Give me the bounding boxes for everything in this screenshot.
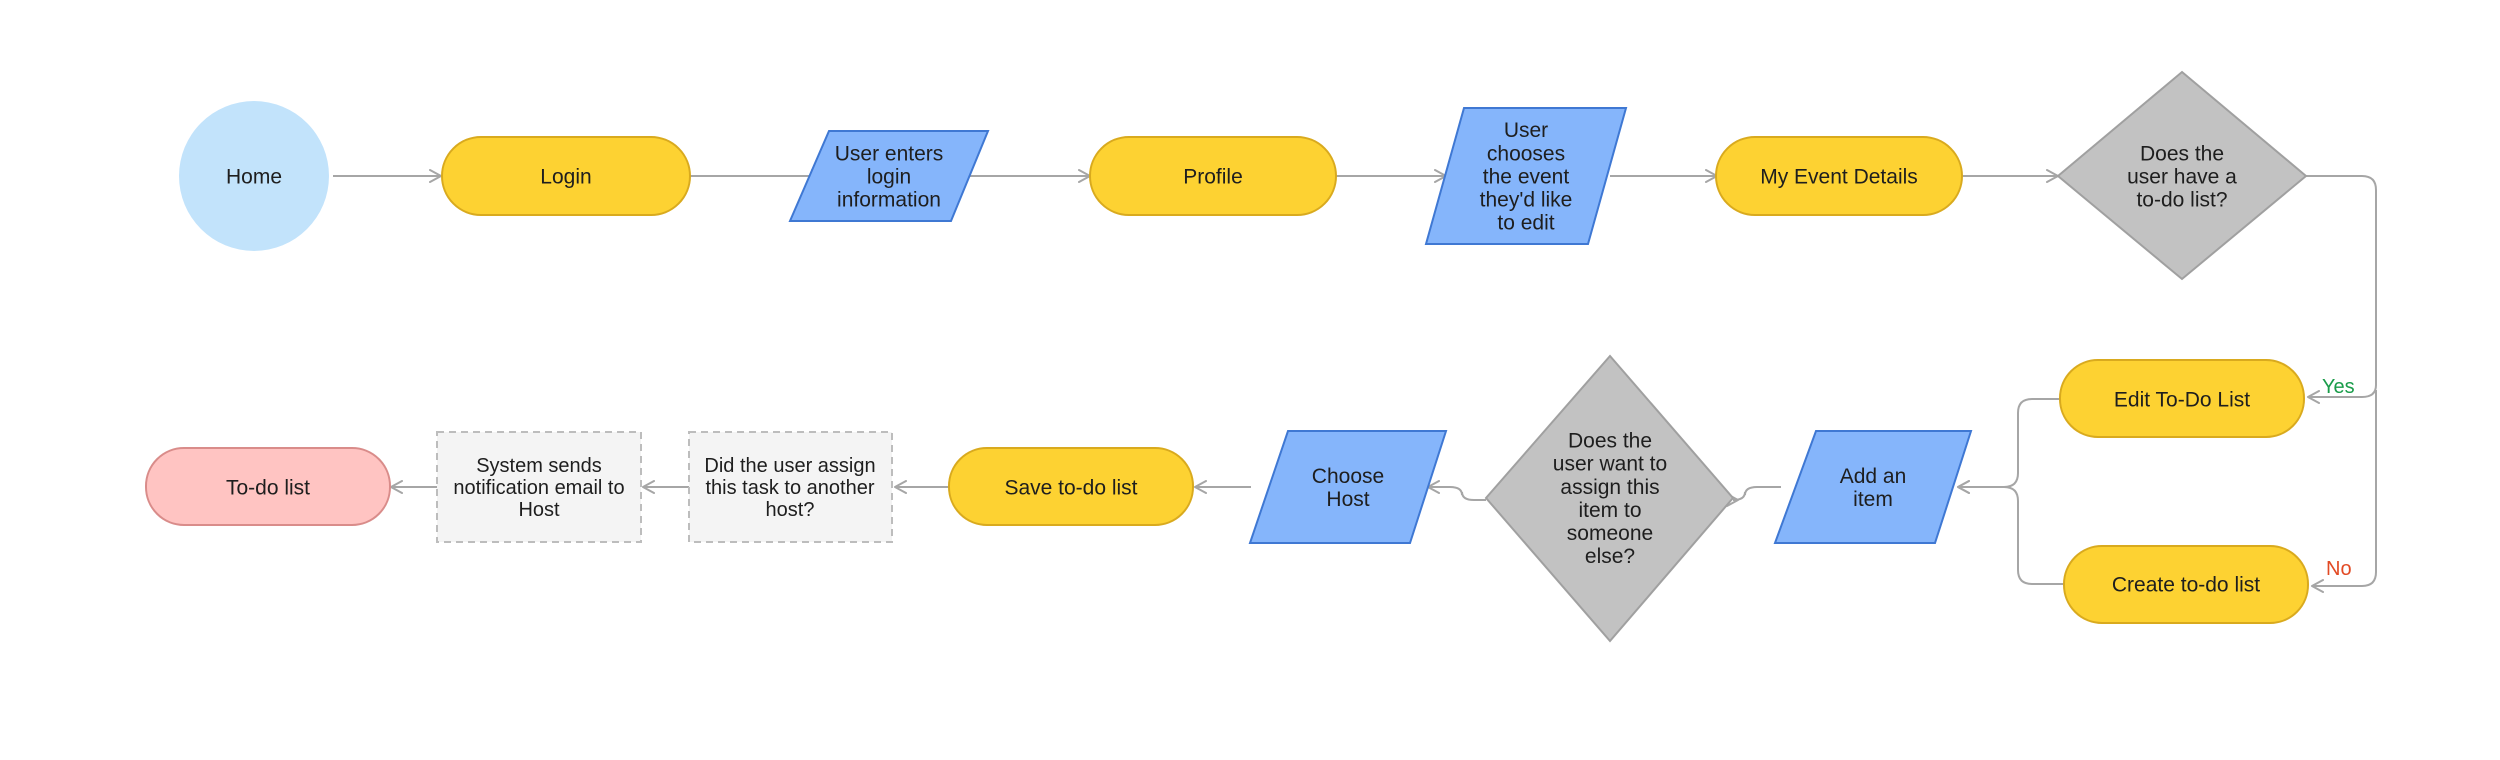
node-label-login: Login [540, 165, 591, 188]
node-label-create-todo: Create to-do list [2112, 573, 2260, 596]
node-label-line: To-do list [226, 476, 310, 499]
node-label-line: Edit To-Do List [2114, 388, 2250, 411]
node-label-line: information [837, 188, 941, 211]
edge-yes [2306, 175, 2377, 404]
node-label-event-details: My Event Details [1760, 165, 1918, 188]
node-label-edit-todo: Edit To-Do List [2114, 388, 2250, 411]
decision-node-assign [1484, 354, 1735, 643]
node-label-line: Save to-do list [1004, 476, 1137, 499]
note-node-assigned [688, 431, 893, 543]
node-label-profile: Profile [1183, 165, 1243, 188]
process-node-login [441, 136, 691, 216]
edge-create-add [1957, 480, 2064, 585]
node-label-line: to edit [1497, 212, 1554, 235]
node-label-line: Home [226, 165, 282, 188]
node-label-line: user have a [2127, 165, 2237, 188]
node-label-line: Login [540, 165, 591, 188]
edge-label-yes: Yes [2322, 376, 2355, 398]
node-label-line: Add an [1840, 465, 1907, 488]
node-label-line: Create to-do list [2112, 573, 2260, 596]
node-label-line: someone [1567, 522, 1653, 545]
node-label-line: Host [1326, 488, 1369, 511]
edge-edit-add [1957, 398, 2060, 494]
node-label-line: host? [766, 499, 815, 521]
edge-label-no: No [2326, 558, 2352, 580]
input-node-choose-host [1248, 430, 1448, 544]
node-label-line: User [1504, 119, 1548, 142]
end-node-todo-list [145, 447, 391, 526]
node-label-home: Home [226, 165, 282, 188]
node-label-line: the event [1483, 165, 1570, 188]
node-label-todo-list: To-do list [226, 476, 310, 499]
process-node-save-todo [948, 447, 1194, 526]
node-label-line: they'd like [1480, 189, 1573, 212]
node-label-save-todo: Save to-do list [1004, 476, 1137, 499]
edge-no [2311, 390, 2377, 593]
process-node-create-todo [2063, 545, 2309, 624]
node-label-line: Did the user assign [704, 455, 875, 477]
node-label-line: Does the [2140, 142, 2224, 165]
edge-add-decision [1726, 486, 1781, 507]
edge-decision-host [1427, 480, 1486, 501]
process-node-profile [1089, 136, 1337, 216]
node-label-line: assign this [1560, 476, 1659, 499]
node-label-line: Profile [1183, 165, 1243, 188]
node-label-line: Host [518, 499, 560, 521]
node-label-line: to-do list? [2136, 188, 2227, 211]
node-label-line: user want to [1553, 453, 1667, 476]
node-label-line: item [1853, 488, 1893, 511]
note-node-send-email [436, 431, 642, 543]
node-label-line: notification email to [453, 477, 624, 499]
node-label-line: login [867, 165, 911, 188]
node-label-line: User enters [835, 142, 944, 165]
node-label-line: this task to another [706, 477, 875, 499]
node-label-line: My Event Details [1760, 165, 1918, 188]
node-label-line: System sends [476, 455, 602, 477]
connectors [333, 169, 2377, 593]
input-node-add-item [1773, 430, 1973, 544]
decision-node-has-todo [2056, 70, 2308, 281]
node-label-line: Does the [1568, 430, 1652, 453]
input-node-enter-login [788, 130, 990, 222]
start-node-home [179, 101, 329, 251]
process-node-event-details [1715, 136, 1963, 216]
node-label-line: item to [1578, 499, 1641, 522]
node-label-line: else? [1585, 545, 1635, 568]
node-label-line: chooses [1487, 142, 1565, 165]
input-node-choose-event [1424, 107, 1628, 245]
node-label-line: Choose [1312, 465, 1384, 488]
process-node-edit-todo [2059, 359, 2305, 438]
